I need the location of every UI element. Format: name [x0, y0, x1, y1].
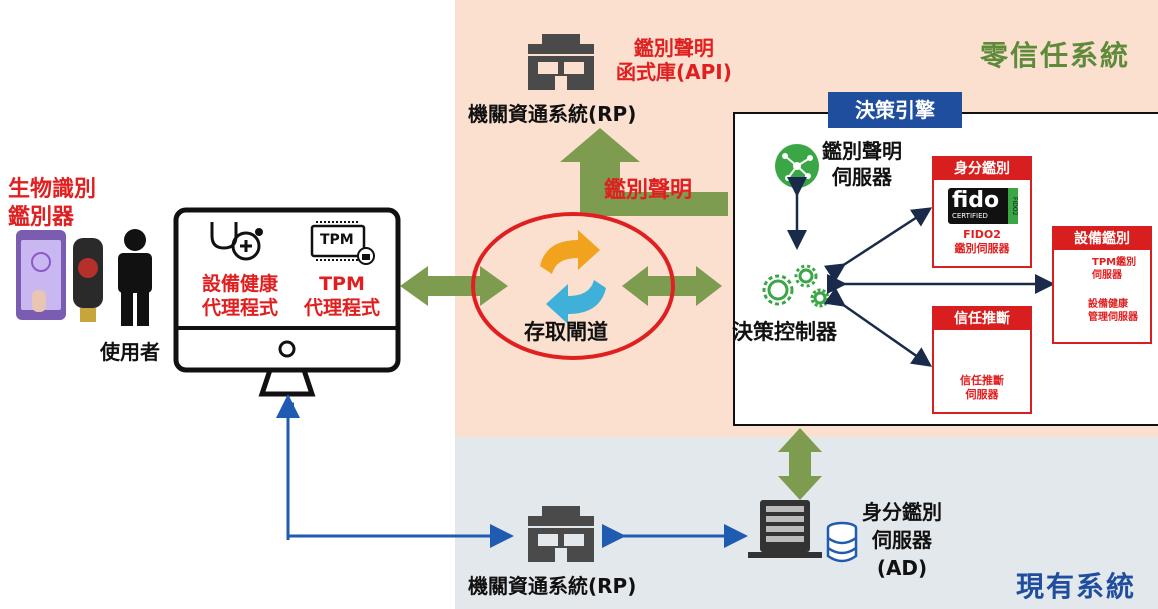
health-agent-icon: [210, 222, 263, 261]
tpm-server-label: TPM鑑別 伺服器: [1092, 256, 1136, 282]
tpm-agent-line2: 代理程式: [303, 297, 380, 319]
health-agent-line1: 設備健康: [201, 273, 278, 295]
biometric-label-line2: 鑑別器: [8, 205, 75, 230]
biometric-label-line1: 生物識別: [8, 177, 97, 202]
sync-icon: [540, 230, 606, 324]
fido-server-label: FIDO2 鑑別伺服器: [934, 228, 1030, 256]
ad-server-label: 身分鑑別 伺服器 (AD): [862, 498, 942, 582]
tpm-chip-icon: [310, 221, 375, 265]
health-agent-line2: 代理程式: [201, 297, 278, 319]
health-server-line2: 管理伺服器: [1088, 312, 1138, 323]
existing-system-title: 現有系統: [1016, 570, 1137, 603]
trust-server-label: 信任推斷 伺服器: [934, 374, 1030, 402]
identity-box: 身分鑑別 fido CERTIFIED FIDO2 FIDO2 鑑別伺服器: [932, 156, 1032, 268]
decision-ad-arrow: [778, 428, 822, 500]
tpm-server-line2: 伺服器: [1092, 270, 1122, 281]
health-server-label: 設備健康 管理伺服器: [1088, 298, 1138, 324]
ad-server-line3: (AD): [876, 556, 928, 580]
controller-identity-link: [823, 207, 933, 283]
ad-server-icon: [748, 500, 822, 558]
building-icon: [528, 34, 594, 90]
trust-header: 信任推斷: [934, 308, 1030, 330]
assertion-arrow-label: 鑑別聲明: [604, 178, 693, 203]
trust-server-line1: 信任推斷: [960, 374, 1004, 387]
trust-box: 信任推斷 信任推斷 伺服器: [932, 306, 1032, 414]
health-server-line1: 設備健康: [1088, 299, 1128, 310]
decision-engine-label: 決策引擎: [828, 92, 962, 128]
gateway-highlight: [471, 212, 675, 360]
gateway-label: 存取閘道: [524, 320, 608, 344]
fido-server-line2: 鑑別伺服器: [954, 242, 1010, 255]
phone-icon: [16, 230, 66, 320]
zero-trust-title: 零信任系統: [980, 39, 1131, 72]
trust-server-line2: 伺服器: [965, 388, 999, 401]
auth-server-line1: 鑑別聲明: [822, 139, 902, 163]
biometric-label: 生物識別 鑑別器: [8, 176, 96, 232]
fido-server-line1: FIDO2: [963, 228, 1001, 241]
security-key-icon: [73, 238, 103, 322]
assertion-arrow: [560, 128, 728, 216]
auth-server-label: 鑑別聲明 伺服器: [822, 138, 902, 190]
fido-logo: fido CERTIFIED FIDO2: [948, 188, 1018, 224]
network-icon: [775, 144, 819, 188]
api-label-line1: 鑑別聲明: [633, 36, 714, 60]
tpm-chip-label: TPM: [320, 232, 354, 248]
fido-logo-text: fido: [952, 188, 1000, 213]
fido-logo-tag: FIDO2: [1008, 188, 1018, 224]
user-label: 使用者: [100, 340, 160, 364]
tpm-agent-label: TPM 代理程式: [292, 272, 392, 320]
identity-header: 身分鑑別: [934, 158, 1030, 180]
tpm-agent-line1: TPM: [319, 273, 365, 295]
health-agent-label: 設備健康 代理程式: [190, 272, 290, 320]
controller-label: 決策控制器: [732, 320, 837, 344]
rp-top-label: 機關資通系統(RP): [468, 102, 637, 126]
gears-icon: [762, 264, 830, 308]
device-box: 設備鑑別 TPM鑑別 伺服器 設備健康 管理伺服器: [1052, 226, 1152, 344]
ad-server-line1: 身分鑑別: [862, 500, 942, 524]
controller-trust-link: [823, 287, 933, 367]
database-icon: [826, 521, 858, 563]
api-label-line2: 函式庫(API): [616, 60, 732, 84]
auth-server-line2: 伺服器: [832, 165, 892, 189]
user-icon: [118, 229, 152, 326]
tpm-server-line1: TPM鑑別: [1092, 257, 1137, 268]
ad-server-line2: 伺服器: [872, 528, 932, 552]
api-label: 鑑別聲明 函式庫(API): [616, 36, 732, 84]
rp-bottom-label: 機關資通系統(RP): [468, 574, 637, 598]
device-header: 設備鑑別: [1054, 228, 1150, 250]
monitor-gateway-arrow: [400, 266, 508, 306]
fido-logo-sub: CERTIFIED: [952, 212, 988, 220]
monitor-rp-link: [286, 404, 514, 548]
bottom-building-icon: [528, 506, 594, 562]
